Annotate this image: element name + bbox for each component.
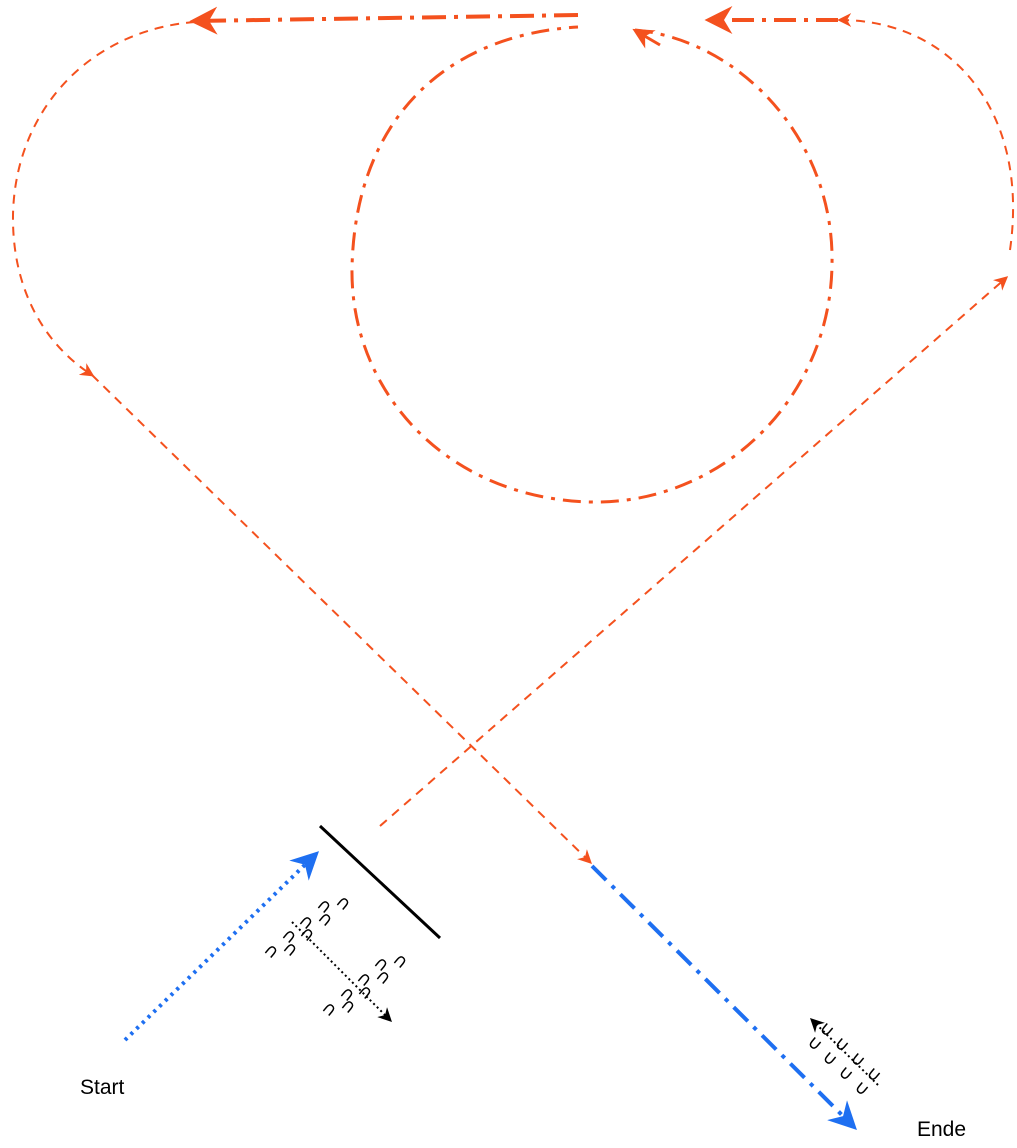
- route-top-left-segment: [195, 15, 578, 21]
- exit-line: [592, 866, 853, 1126]
- start-label: Start: [80, 1076, 124, 1100]
- hoof-print-icon: ∩ ∩ ∩ ∩ ∩ ∩ ∩ ∩: [803, 1018, 886, 1102]
- route-right-loop: [840, 20, 1013, 250]
- route-circle: [352, 27, 832, 502]
- route-diagonal-up: [380, 278, 1006, 826]
- obstacle-bar: [320, 826, 440, 938]
- hoof-prints-landing: ∩ ∩ ∩ ∩ ∩ ∩ ∩ ∩ ∩ ∩ ∩ ∩ ∩ ∩ ∩ ∩: [260, 891, 413, 1022]
- end-label: Ende: [917, 1118, 966, 1142]
- hoof-print-icon: ∩ ∩ ∩ ∩ ∩ ∩ ∩ ∩ ∩ ∩ ∩ ∩ ∩ ∩ ∩ ∩: [260, 891, 413, 1022]
- svg-text:∩: ∩: [332, 891, 356, 916]
- hoof-prints-exit: ∩ ∩ ∩ ∩ ∩ ∩ ∩ ∩: [803, 1018, 886, 1102]
- route-diagonal-down: [92, 375, 590, 862]
- route-left-loop: [13, 22, 195, 375]
